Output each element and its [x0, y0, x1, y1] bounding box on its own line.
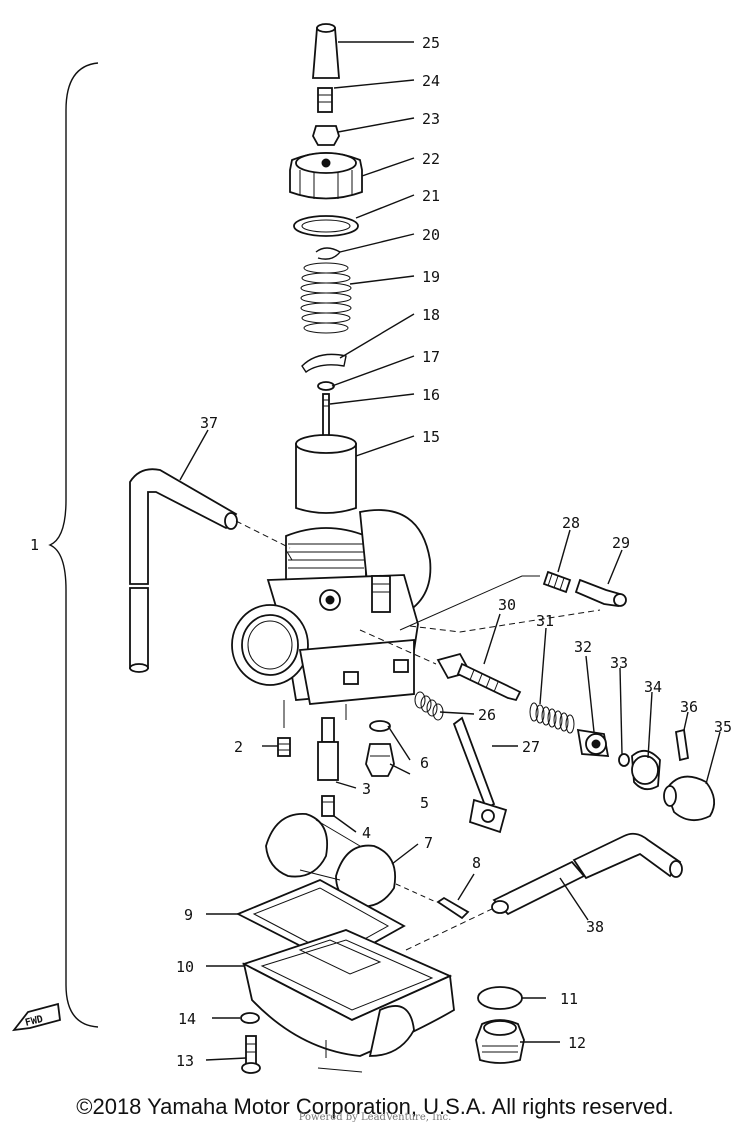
- assembly-bracket: [48, 62, 99, 1028]
- part-37-hose: [129, 468, 238, 585]
- part-8-float-pin: [436, 896, 470, 920]
- part-19-spring: [300, 262, 352, 334]
- callout-37: 37: [200, 414, 218, 432]
- callout-7: 7: [424, 834, 433, 852]
- callout-17: 17: [422, 348, 440, 366]
- copyright-notice: ©2018 Yamaha Motor Corporation, U.S.A. A…: [76, 1094, 674, 1119]
- callout-38: 38: [586, 918, 604, 936]
- part-21-gasket: [293, 215, 359, 237]
- leader-lines: [179, 41, 721, 1061]
- watermark-text: Powered by LeadVenture, Inc.: [298, 1112, 452, 1123]
- part-25-cap-boot: [312, 27, 340, 79]
- callout-34: 34: [644, 678, 662, 696]
- callout-23: 23: [422, 110, 440, 128]
- part-35-knob: [665, 775, 716, 822]
- part-3-needle-jet: [321, 717, 335, 743]
- part-24-adjuster: [317, 87, 333, 113]
- part-33-washer: [618, 753, 630, 767]
- callout-29: 29: [612, 534, 630, 552]
- part-10-float-chamber: [241, 929, 455, 1057]
- part-6-washer: [369, 720, 391, 732]
- callout-36: 36: [680, 698, 698, 716]
- callout-24: 24: [422, 72, 440, 90]
- part-26-spring: [414, 691, 444, 721]
- callout-31: 31: [536, 612, 554, 630]
- callout-9: 9: [184, 906, 193, 924]
- callout-1: 1: [30, 536, 39, 554]
- callout-labels: 1 2 3 4 5 6 7 8 9 10 11 12 13 14 15 16 1…: [30, 34, 732, 1070]
- part-27-air-screw: [452, 716, 496, 810]
- callout-6: 6: [420, 754, 429, 772]
- part-11-o-ring: [477, 986, 523, 1010]
- part-25-cap-top: [316, 23, 336, 33]
- callout-33: 33: [610, 654, 628, 672]
- callout-26: 26: [478, 706, 496, 724]
- part-20-clip: [315, 247, 342, 260]
- callout-3: 3: [362, 780, 371, 798]
- part-1-carburetor-body: [231, 509, 432, 705]
- part-36-pin: [674, 728, 690, 762]
- part-5-plug: [365, 743, 395, 777]
- part-37-hose-lower: [129, 587, 149, 669]
- callout-30: 30: [498, 596, 516, 614]
- callout-16: 16: [422, 386, 440, 404]
- callout-15: 15: [422, 428, 440, 446]
- callout-2: 2: [234, 738, 243, 756]
- part-18-retainer: [301, 353, 347, 373]
- callout-32: 32: [574, 638, 592, 656]
- callout-22: 22: [422, 150, 440, 168]
- callout-11: 11: [560, 990, 578, 1008]
- callout-28: 28: [562, 514, 580, 532]
- callout-20: 20: [422, 226, 440, 244]
- callout-27: 27: [522, 738, 540, 756]
- part-15-throttle-valve: [295, 443, 357, 514]
- part-2-jet: [277, 737, 291, 757]
- callout-5: 5: [420, 794, 429, 812]
- fwd-arrow-icon: FWD: [11, 1002, 61, 1032]
- callout-19: 19: [422, 268, 440, 286]
- callout-13: 13: [176, 1052, 194, 1070]
- callout-8: 8: [472, 854, 481, 872]
- part-28-screw: [542, 570, 572, 594]
- part-14-washer: [240, 1012, 260, 1024]
- callout-35: 35: [714, 718, 732, 736]
- part-38-hose-bend: [572, 832, 682, 880]
- fwd-label: FWD: [24, 1014, 44, 1029]
- callout-14: 14: [178, 1010, 196, 1028]
- callout-21: 21: [422, 187, 440, 205]
- callout-25: 25: [422, 34, 440, 52]
- callout-18: 18: [422, 306, 440, 324]
- callout-12: 12: [568, 1034, 586, 1052]
- part-4-main-jet: [321, 795, 335, 817]
- part-7-float: [265, 813, 396, 908]
- part-23-nut: [312, 125, 340, 146]
- part-29-pilot-air-screw: [574, 578, 622, 608]
- callout-4: 4: [362, 824, 371, 842]
- callout-10: 10: [176, 958, 194, 976]
- part-31-spring: [529, 702, 575, 734]
- part-17-needle-clip: [317, 381, 335, 391]
